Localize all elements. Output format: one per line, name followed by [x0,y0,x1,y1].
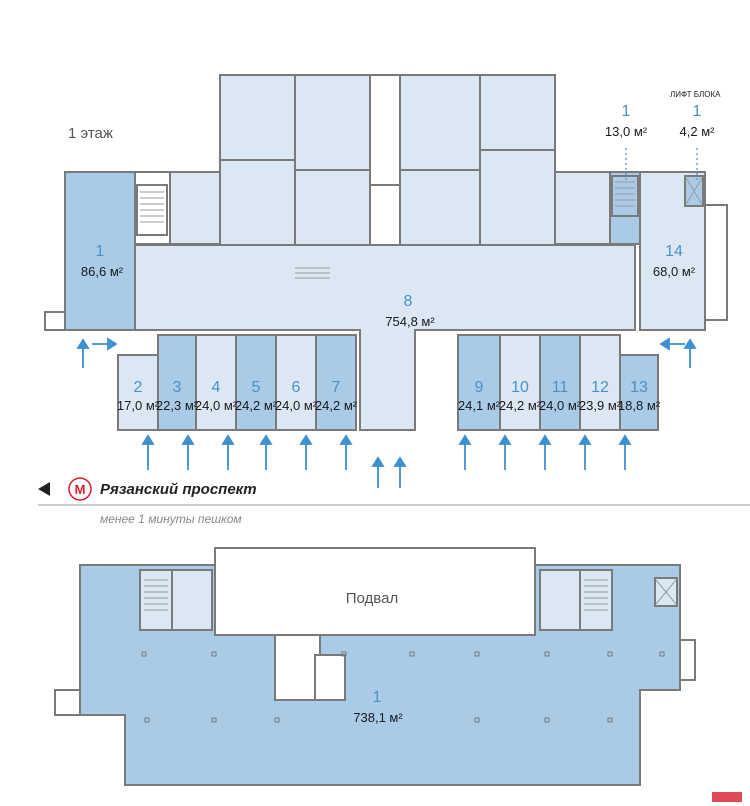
entrance-arrows [76,337,697,488]
unit-5-area: 24,2 м² [235,398,278,413]
basement-label: Подвал [346,590,398,607]
unit-10-num: 10 [511,379,529,396]
arrow-up-icon [221,434,235,470]
floor-1-plan [44,74,728,431]
unit-12-area: 23,9 м² [579,398,622,413]
unit-8-area: 754,8 м² [385,314,435,329]
unit-2-area: 17,0 м² [117,398,160,413]
arrow-up-icon [683,338,697,368]
unit-13-area: 18,8 м² [618,398,661,413]
unit-13-num: 13 [630,379,648,396]
arrow-up-icon [578,434,592,470]
unit-12-num: 12 [591,379,609,396]
unit-14-area: 68,0 м² [653,264,696,279]
unit-3-num: 3 [173,379,182,396]
unit-6-area: 24,0 м² [275,398,318,413]
unit-8-num: 8 [404,293,413,310]
unit-10-area: 24,2 м² [499,398,542,413]
logo-watermark [712,792,742,802]
unit-4-area: 24,0 м² [195,398,238,413]
arrow-up-icon [371,456,385,488]
unit-4-num: 4 [212,379,221,396]
unit-5-num: 5 [252,379,261,396]
basement-stairs [144,579,677,611]
arrow-up-icon [498,434,512,470]
unit-14-num: 14 [665,243,683,260]
walk-time: менее 1 минуты пешком [100,512,242,526]
basement-plan [54,547,696,786]
unit-11-area: 24,0 м² [539,398,582,413]
unit-9-num: 9 [475,379,484,396]
lift-label: ЛИФТ БЛОКА [670,90,721,99]
lift-block-area: 4,2 м² [680,124,716,139]
arrow-up-icon [339,434,353,470]
arrow-up-icon [393,456,407,488]
arrow-up-icon [618,434,632,470]
basement-unit-area: 738,1 м² [353,710,403,725]
street-name: Рязанский проспект [100,481,257,498]
arrow-up-icon [538,434,552,470]
lift-unit-num: 1 [622,103,631,120]
metro-icon [68,477,92,501]
arrow-left-icon [659,337,685,351]
unit-1-area: 86,6 м² [81,264,124,279]
lift-block-num: 1 [693,103,702,120]
basement-columns [141,651,665,723]
unit-2-num: 2 [134,379,143,396]
direction-left-icon [38,482,50,496]
metro-letter: М [75,482,86,497]
unit-6-num: 6 [292,379,301,396]
unit-11-num: 11 [552,379,569,396]
arrow-up-icon [141,434,155,470]
unit-3-area: 22,3 м² [156,398,199,413]
floor-1-label: 1 этаж [68,125,113,142]
unit-7-num: 7 [332,379,341,396]
basement-unit-num: 1 [373,689,382,706]
arrow-up-icon [76,338,90,368]
lift-unit-area: 13,0 м² [605,124,648,139]
unit-9-area: 24,1 м² [458,398,501,413]
arrow-right-icon [92,337,118,351]
street-bar: М Рязанский проспект менее 1 минуты пешк… [38,477,750,526]
arrow-up-icon [181,434,195,470]
unit-7-area: 24,2 м² [315,398,358,413]
arrow-up-icon [299,434,313,470]
unit-1-num: 1 [96,243,105,260]
arrow-up-icon [458,434,472,470]
leader-lines [625,148,698,180]
arrow-up-icon [259,434,273,470]
stairs-lines [140,177,703,279]
